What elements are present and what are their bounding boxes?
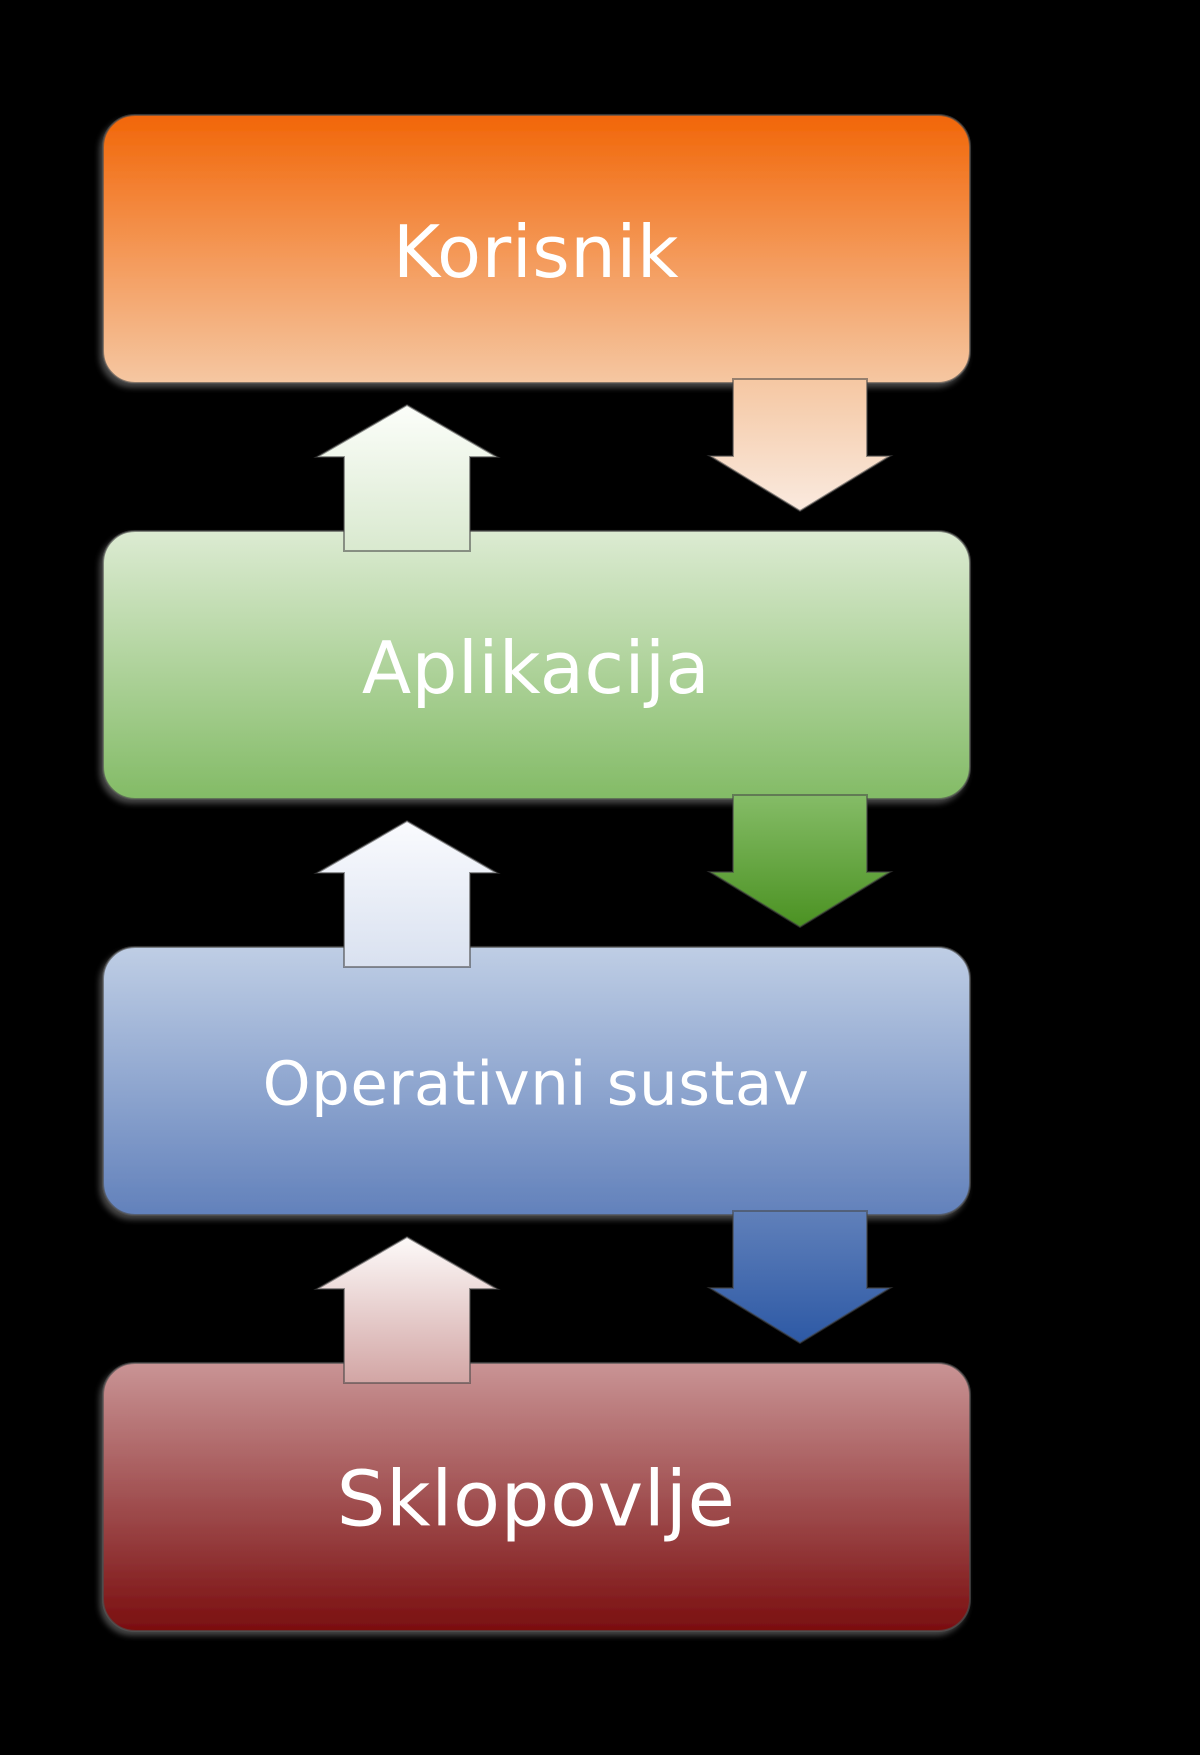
layer-box-operativni-sustav — [102, 946, 971, 1216]
layer-box-aplikacija — [102, 530, 971, 800]
layer-label-korisnik: Korisnik — [393, 210, 679, 294]
arrow-up-sklopovlje-to-os-icon — [313, 1235, 501, 1384]
arrow-up-aplikacija-to-korisnik-icon — [313, 403, 501, 552]
layer-box-sklopovlje — [102, 1362, 971, 1632]
arrow-down-aplikacija-to-os-icon — [706, 794, 894, 929]
layer-label-sklopovlje: Sklopovlje — [337, 1456, 736, 1545]
arrow-up-os-to-aplikacija-icon — [313, 819, 501, 968]
arrow-down-os-to-sklopovlje-icon — [706, 1210, 894, 1345]
layer-label-operativni-sustav: Operativni sustav — [263, 1049, 810, 1120]
layer-box-korisnik — [102, 114, 971, 384]
arrow-down-korisnik-to-aplikacija-icon — [706, 378, 894, 513]
layer-label-aplikacija: Aplikacija — [362, 626, 710, 710]
